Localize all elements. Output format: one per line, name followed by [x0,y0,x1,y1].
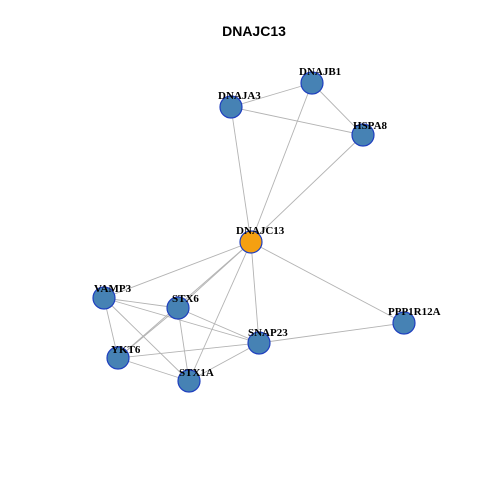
node-dnajb1[interactable] [300,71,324,95]
edge-vamp3-stx6 [103,297,179,309]
node-label-stx6: STX6 [172,293,199,305]
node-stx6[interactable] [166,296,190,320]
node-label-ykt6: YKT6 [111,344,141,356]
node-stx1a[interactable] [177,369,201,393]
node-label-stx1a: STX1A [179,367,214,379]
edge-dnajb1-hspa8 [311,82,364,136]
node-snap23[interactable] [247,331,271,355]
edge-dnajc13-snap23 [250,241,260,344]
node-ykt6[interactable] [106,346,130,370]
node-vamp3[interactable] [92,286,116,310]
node-label-hspa8: HSPA8 [353,120,388,132]
node-layer [92,71,416,393]
node-dnajc13[interactable] [239,230,263,254]
node-label-dnaja3: DNAJA3 [218,90,261,102]
edge-hspa8-dnajc13 [250,134,364,243]
edge-snap23-stx1a [188,342,260,382]
node-hspa8[interactable] [351,123,375,147]
edge-stx6-stx1a [177,307,190,382]
edge-stx6-snap23 [177,307,260,344]
node-label-vamp3: VAMP3 [94,283,132,295]
edge-dnajc13-ppp1r12a [250,241,405,324]
edge-snap23-ykt6 [117,342,260,359]
graph-title: DNAJC13 [222,23,286,39]
edge-snap23-ppp1r12a [258,322,405,344]
edge-layer [103,82,405,382]
node-label-ppp1r12a: PPP1R12A [388,306,441,318]
edge-dnajb1-dnajc13 [250,82,313,243]
node-label-dnajb1: DNAJB1 [299,66,341,78]
edge-dnaja3-dnajc13 [230,106,252,243]
edge-dnajb1-dnaja3 [230,82,313,108]
edge-ykt6-stx1a [117,357,190,382]
edge-dnajc13-stx1a [188,241,252,382]
edge-vamp3-stx1a [103,297,190,382]
edge-vamp3-snap23 [103,297,260,344]
edge-dnajc13-vamp3 [103,241,252,299]
edge-dnaja3-hspa8 [230,106,364,136]
edge-stx6-ykt6 [117,307,179,359]
node-dnaja3[interactable] [219,95,243,119]
node-ppp1r12a[interactable] [392,311,416,335]
node-label-dnajc13: DNAJC13 [236,225,285,237]
node-label-snap23: SNAP23 [248,327,288,339]
label-layer: DNAJB1DNAJA3HSPA8DNAJC13VAMP3STX6PPP1R12… [94,66,441,379]
